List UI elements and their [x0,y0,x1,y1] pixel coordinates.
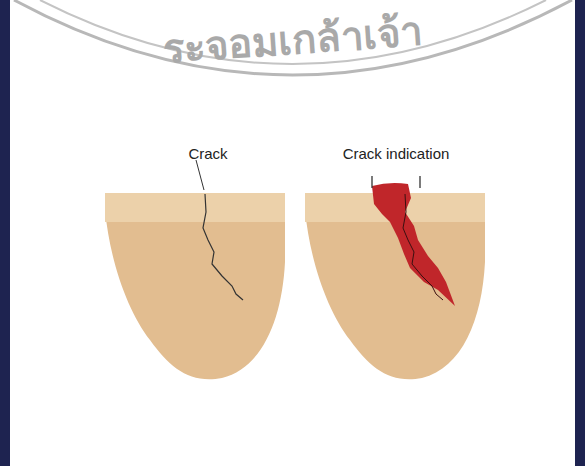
specimen-body [105,193,285,379]
width-tick [371,176,372,188]
width-tick [419,176,420,188]
part-label: Crack indication [343,145,450,162]
surface-layer [105,193,285,222]
crack-indication [372,183,455,306]
crack-line [203,194,243,300]
leader-line [196,160,204,190]
part-label: Crack [188,145,227,162]
crack-line [403,194,443,300]
